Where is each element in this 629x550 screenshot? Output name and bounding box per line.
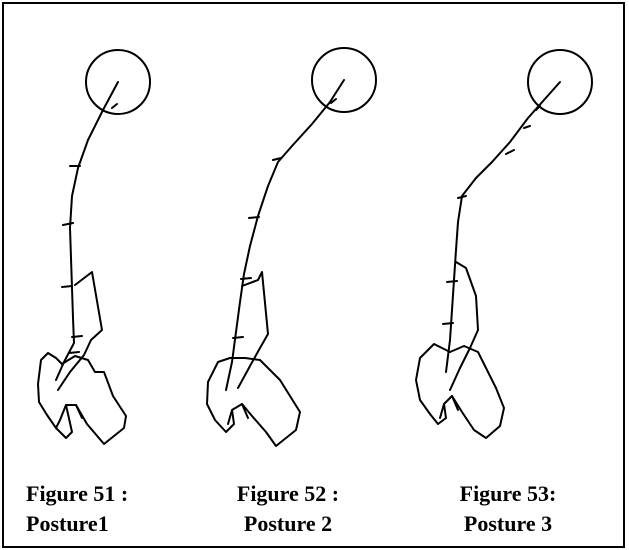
posture-2-ticks	[232, 98, 337, 339]
posture-2-hand	[206, 357, 301, 447]
figure-53-title: Figure 53:	[459, 481, 557, 506]
posture-3-spine	[445, 81, 561, 373]
posture-1-arm	[57, 271, 103, 391]
posture-1-head	[85, 49, 151, 115]
posture-1-spine	[55, 81, 119, 381]
posture-2-fingers	[227, 403, 249, 425]
figure-52-caption: Figure 52 : Posture 2	[218, 479, 358, 539]
posture-1-fingers	[55, 404, 83, 429]
posture-2-arm	[237, 271, 269, 389]
posture-3-hand	[415, 343, 505, 439]
posture-1-hand	[37, 352, 127, 445]
figure-51-caption: Figure 51 : Posture1	[26, 479, 166, 539]
posture-3-fingers	[439, 395, 459, 419]
posture-3-head	[527, 49, 593, 115]
posture-2-drawing	[206, 47, 377, 447]
posture-2-head	[311, 47, 377, 113]
posture-3-arm	[449, 261, 479, 391]
posture-1-drawing	[37, 49, 151, 445]
figure-52-subtitle: Posture 2	[243, 511, 333, 536]
posture-3-drawing	[415, 49, 593, 439]
posture-1-ticks	[61, 103, 118, 354]
figure-52-title: Figure 52 :	[236, 481, 340, 506]
figure-53-caption: Figure 53: Posture 3	[438, 479, 578, 539]
figure-53-subtitle: Posture 3	[463, 511, 553, 536]
figure-51-title: Figure 51 :	[26, 481, 129, 506]
posture-2-spine	[225, 79, 345, 391]
figure-51-subtitle: Posture1	[26, 511, 109, 536]
posture-3-ticks	[442, 105, 541, 325]
